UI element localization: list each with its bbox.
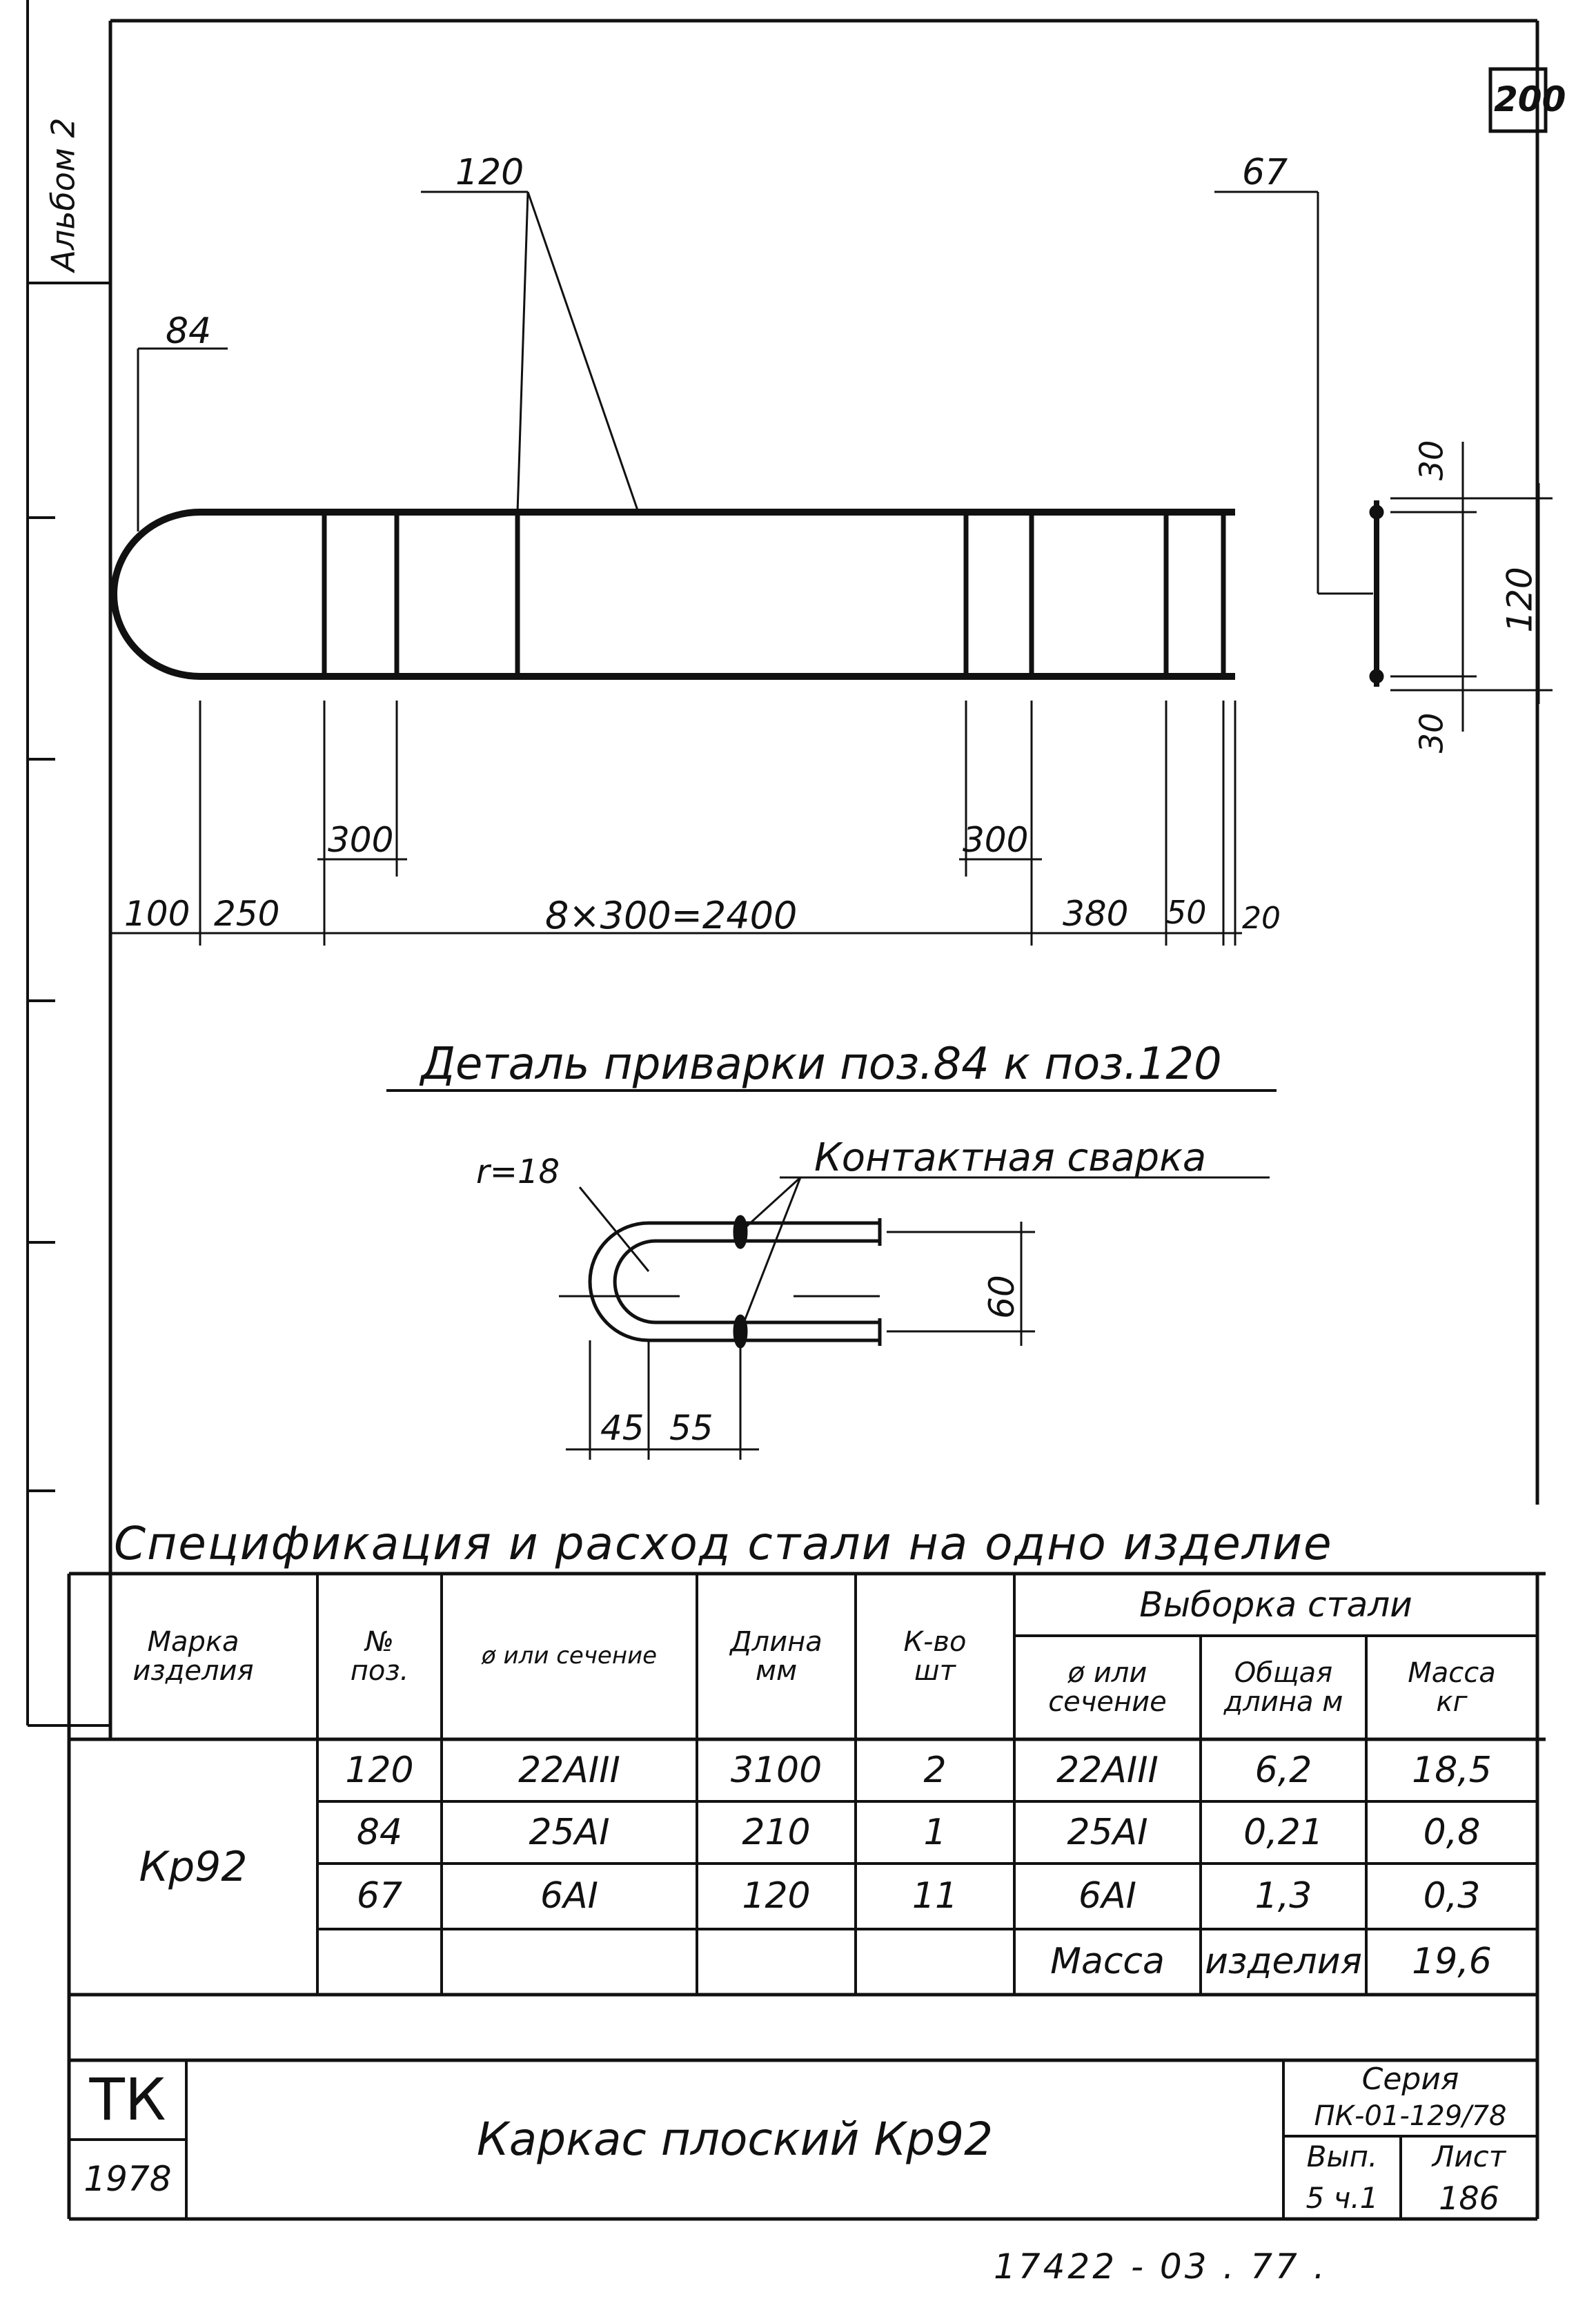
spec-total-label-1: Масса: [1050, 1941, 1165, 1983]
spec-row-1-mass: 18,5: [1412, 1749, 1492, 1791]
spec-total-label-2: изделия: [1205, 1941, 1362, 1983]
spec-header-length: Длина мм: [730, 1626, 822, 1687]
title-block-name: Каркас плоский Кр92: [476, 2113, 994, 2167]
detail-title: Деталь приварки поз.84 к поз.120: [421, 1039, 1222, 1090]
detail-dimension-55: 55: [669, 1408, 713, 1448]
spec-header-total-length: Общая длина м: [1223, 1657, 1343, 1718]
spec-row-2-total-length: 0,21: [1243, 1811, 1323, 1853]
title-block-sheet-label: Лист: [1432, 2139, 1506, 2173]
spec-row-2-mass: 0,8: [1423, 1811, 1481, 1853]
detail-dimension-45: 45: [600, 1408, 644, 1448]
spec-product-mark: Кр92: [139, 1842, 248, 1891]
dimension-main: 8×300=2400: [545, 894, 798, 937]
title-block-series-value: ПК-01-129/78: [1314, 2100, 1507, 2132]
title-block-sheet-value: 186: [1439, 2179, 1499, 2217]
spec-header-section: ø или сечение: [481, 1642, 658, 1670]
album-label: Альбом 2: [44, 117, 82, 272]
position-label-120: 120: [455, 152, 524, 193]
spec-row-1-pos: 120: [345, 1749, 414, 1791]
spec-row-3-sel-section: 6AI: [1078, 1875, 1136, 1917]
spec-row-1-sel-section: 22AIII: [1056, 1749, 1159, 1791]
position-label-84: 84: [166, 311, 212, 352]
dimension-20: 20: [1242, 901, 1281, 936]
spec-total-value: 19,6: [1412, 1941, 1492, 1983]
detail-dimension-60: 60: [981, 1275, 1022, 1319]
spec-header-marka: Марка изделия: [132, 1626, 254, 1687]
title-block-series-label: Серия: [1361, 2061, 1459, 2097]
dimension-250: 250: [214, 894, 280, 934]
spec-row-2-length: 210: [742, 1811, 811, 1853]
spec-header-sel-section: ø или сечение: [1048, 1657, 1167, 1718]
spec-row-2-pos: 84: [356, 1811, 403, 1853]
spec-row-1-length: 3100: [730, 1749, 822, 1791]
spec-title: Спецификация и расход стали на одно изде…: [114, 1517, 1333, 1570]
position-label-67: 67: [1242, 152, 1288, 193]
dimension-300-left: 300: [328, 820, 394, 860]
spec-row-2-qty: 1: [923, 1811, 947, 1853]
stamp-number: 17422 - 03 . 77 .: [994, 2247, 1328, 2287]
spec-row-1-section: 22AIII: [518, 1749, 620, 1791]
spec-header-selection: Выборка стали: [1139, 1584, 1412, 1625]
dimension-100: 100: [124, 894, 190, 934]
spec-row-3-section: 6AI: [540, 1875, 598, 1917]
dimension-380: 380: [1063, 894, 1129, 934]
spec-row-1-total-length: 6,2: [1254, 1749, 1312, 1791]
title-block-org: ТК: [89, 2066, 166, 2134]
dimension-300-right: 300: [963, 820, 1029, 860]
spec-row-3-mass: 0,3: [1423, 1875, 1481, 1917]
spec-header-qty: К-во шт: [903, 1626, 967, 1687]
dimension-section-30-bottom: 30: [1412, 712, 1450, 754]
spec-row-3-length: 120: [742, 1875, 811, 1917]
spec-row-1-qty: 2: [923, 1749, 947, 1791]
spec-header-pos: № поз.: [350, 1626, 409, 1687]
title-block-issue-value: 5 ч.1: [1306, 2180, 1379, 2215]
spec-row-3-pos: 67: [356, 1875, 403, 1917]
dimension-50: 50: [1166, 894, 1207, 931]
title-block-year: 1978: [83, 2159, 172, 2200]
spec-row-3-total-length: 1,3: [1254, 1875, 1312, 1917]
spec-row-3-qty: 11: [912, 1875, 958, 1917]
detail-radius-label: r=18: [476, 1153, 560, 1191]
dimension-section-120: 120: [1499, 567, 1540, 633]
page-number: 200: [1494, 79, 1566, 119]
spec-header-mass: Масса кг: [1408, 1657, 1496, 1718]
detail-weld-label: Контактная сварка: [814, 1135, 1207, 1180]
spec-row-2-sel-section: 25AI: [1067, 1811, 1148, 1853]
title-block-issue-label: Вып.: [1306, 2139, 1378, 2173]
spec-row-2-section: 25AI: [529, 1811, 610, 1853]
dimension-section-30-top: 30: [1412, 440, 1450, 481]
